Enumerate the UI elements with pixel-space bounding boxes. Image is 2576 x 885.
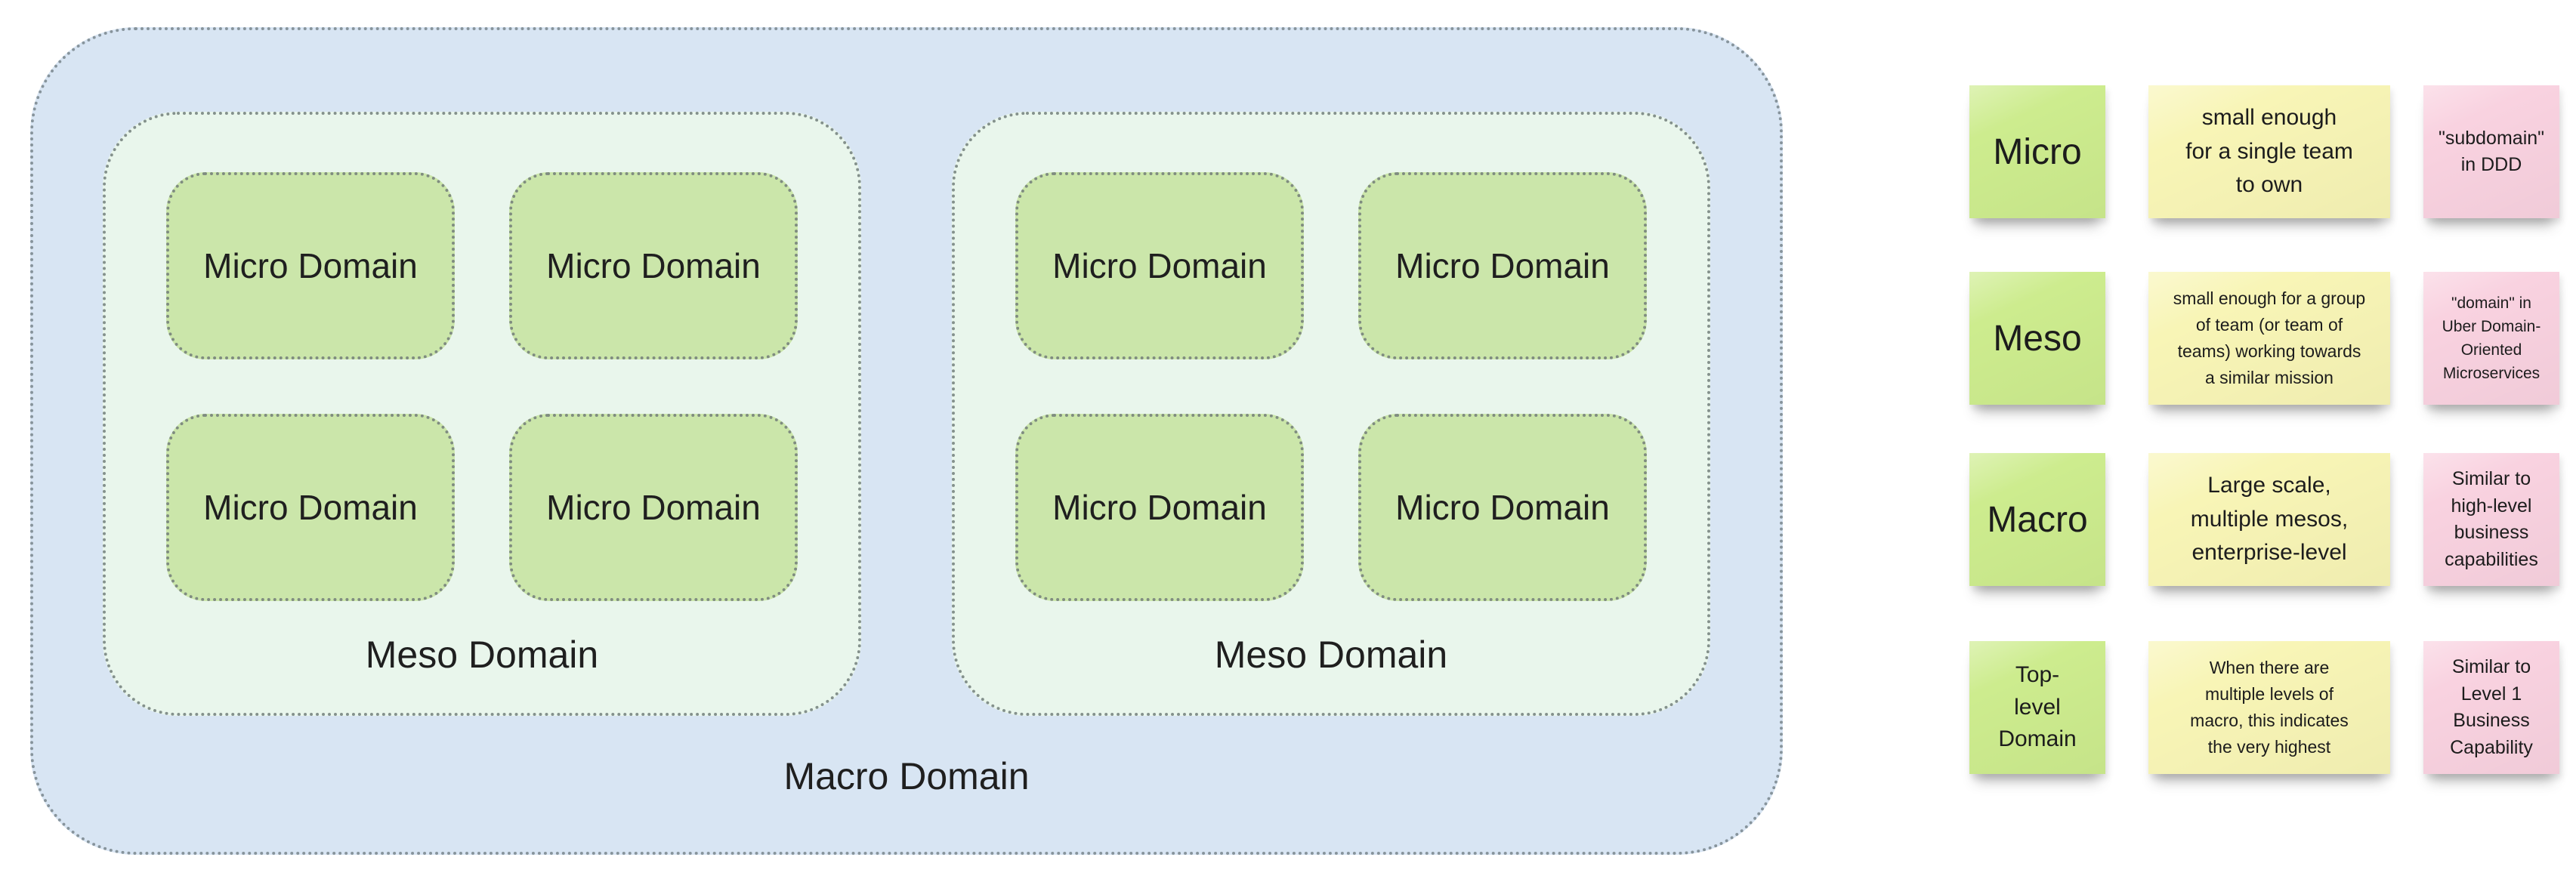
micro-domain-box[interactable]: Micro Domain — [1358, 172, 1647, 359]
reference-label: "domain" in Uber Domain- Oriented Micros… — [2442, 294, 2541, 383]
sticky-note-description[interactable]: small enough for a single team to own — [2148, 85, 2390, 218]
sticky-note-description[interactable]: Large scale, multiple mesos, enterprise-… — [2148, 453, 2390, 586]
micro-grid-1: Micro Domain Micro Domain Micro Domain M… — [106, 115, 858, 601]
term-label: Macro — [1987, 499, 2088, 540]
micro-domain-label: Micro Domain — [546, 488, 761, 527]
sticky-note-reference[interactable]: Similar to high-level business capabilit… — [2423, 453, 2559, 586]
legend-row-meso: Meso small enough for a group of team (o… — [1969, 272, 2559, 405]
sticky-note-reference[interactable]: "domain" in Uber Domain- Oriented Micros… — [2423, 272, 2559, 405]
macro-domain-label: Macro Domain — [783, 755, 1030, 797]
description-label: small enough for a single team to own — [2185, 105, 2353, 198]
legend-row-macro: Macro Large scale, multiple mesos, enter… — [1969, 453, 2559, 586]
meso-domain-label: Meso Domain — [1214, 634, 1448, 676]
meso-domain-shape-2[interactable]: Micro Domain Micro Domain Micro Domain M… — [952, 112, 1710, 716]
reference-label: Similar to high-level business capabilit… — [2445, 468, 2538, 570]
description-label: small enough for a group of team (or tea… — [2173, 288, 2366, 387]
micro-domain-box[interactable]: Micro Domain — [166, 414, 455, 601]
term-label: Micro — [1993, 131, 2082, 172]
description-label: When there are multiple levels of macro,… — [2190, 658, 2349, 757]
sticky-note-description[interactable]: small enough for a group of team (or tea… — [2148, 272, 2390, 405]
term-label: Top- level Domain — [1998, 662, 2077, 752]
micro-domain-box[interactable]: Micro Domain — [166, 172, 455, 359]
sticky-note-description[interactable]: When there are multiple levels of macro,… — [2148, 641, 2390, 774]
micro-domain-box[interactable]: Micro Domain — [1358, 414, 1647, 601]
micro-domain-label: Micro Domain — [1395, 246, 1610, 285]
micro-domain-label: Micro Domain — [546, 246, 761, 285]
sticky-note-term[interactable]: Meso — [1969, 272, 2105, 405]
sticky-note-term[interactable]: Micro — [1969, 85, 2105, 218]
legend-row-top-level: Top- level Domain When there are multipl… — [1969, 641, 2559, 774]
sticky-note-reference[interactable]: "subdomain" in DDD — [2423, 85, 2559, 218]
micro-domain-box[interactable]: Micro Domain — [509, 172, 798, 359]
micro-domain-label: Micro Domain — [203, 488, 418, 527]
meso-domain-shape-1[interactable]: Micro Domain Micro Domain Micro Domain M… — [103, 112, 861, 716]
term-label: Meso — [1993, 318, 2082, 359]
sticky-note-term[interactable]: Top- level Domain — [1969, 641, 2105, 774]
sticky-note-term[interactable]: Macro — [1969, 453, 2105, 586]
micro-domain-box[interactable]: Micro Domain — [1015, 172, 1304, 359]
meso-row: Micro Domain Micro Domain Micro Domain M… — [33, 30, 1780, 716]
legend-row-micro: Micro small enough for a single team to … — [1969, 85, 2559, 218]
legend: Micro small enough for a single team to … — [1969, 0, 2559, 885]
meso-domain-label: Meso Domain — [365, 634, 599, 676]
reference-label: Similar to Level 1 Business Capability — [2450, 656, 2533, 758]
macro-domain-shape[interactable]: Micro Domain Micro Domain Micro Domain M… — [30, 27, 1783, 855]
description-label: Large scale, multiple mesos, enterprise-… — [2190, 473, 2349, 566]
micro-domain-box[interactable]: Micro Domain — [1015, 414, 1304, 601]
micro-domain-label: Micro Domain — [1395, 488, 1610, 527]
micro-domain-label: Micro Domain — [1052, 488, 1267, 527]
micro-domain-box[interactable]: Micro Domain — [509, 414, 798, 601]
reference-label: "subdomain" in DDD — [2438, 127, 2545, 176]
micro-grid-2: Micro Domain Micro Domain Micro Domain M… — [955, 115, 1707, 601]
micro-domain-label: Micro Domain — [1052, 246, 1267, 285]
sticky-note-reference[interactable]: Similar to Level 1 Business Capability — [2423, 641, 2559, 774]
micro-domain-label: Micro Domain — [203, 246, 418, 285]
